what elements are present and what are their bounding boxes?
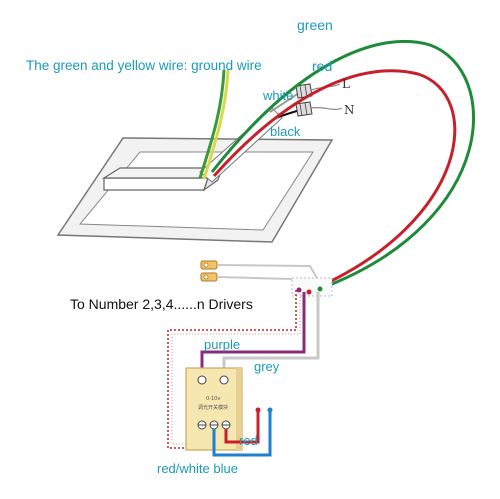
label-grey: grey (254, 359, 280, 374)
driver-chain-connector (200, 260, 218, 282)
terminal-grey (219, 375, 229, 385)
terminal-purple (197, 375, 207, 385)
label-redwhite-blue: red/white blue (157, 461, 238, 476)
label-green-wire: green (297, 17, 333, 33)
label-purple: purple (204, 337, 241, 352)
panel-driver-box (103, 177, 209, 191)
green-wire-long (210, 39, 476, 290)
chain-grey-wire-1 (216, 264, 319, 281)
label-white-wire: white (263, 88, 294, 103)
dimmer-module-shade (236, 368, 242, 450)
wire-nut-N (295, 101, 313, 117)
label-N: N (344, 103, 355, 117)
label-drivers: To Number 2,3,4......n Drivers (70, 296, 253, 312)
label-L: L (342, 77, 350, 91)
redwhite-dotted-wire (167, 290, 297, 449)
ground-wire-green (198, 69, 226, 179)
purple-wire (200, 292, 306, 380)
blue-wire (212, 412, 272, 457)
label-black-wire: black (270, 124, 301, 139)
dimmer-label-1: 0-10v (206, 396, 221, 402)
label-red-wire-bottom: red (239, 433, 258, 448)
mains-N-wire (310, 106, 343, 111)
label-ground-wire: The green and yellow wire: ground wire (26, 58, 262, 73)
redwhite-dotted-wire-2 (171, 294, 301, 445)
ground-wire-yellow (202, 69, 230, 180)
chain-grey-wire-2 (216, 276, 303, 291)
dimmer-label-2: 调光开关模块 (198, 405, 229, 411)
red-wire-long (212, 69, 457, 292)
red-wire-out (224, 412, 260, 444)
label-red-wire-top: red (312, 58, 333, 74)
junction-block (291, 277, 333, 297)
